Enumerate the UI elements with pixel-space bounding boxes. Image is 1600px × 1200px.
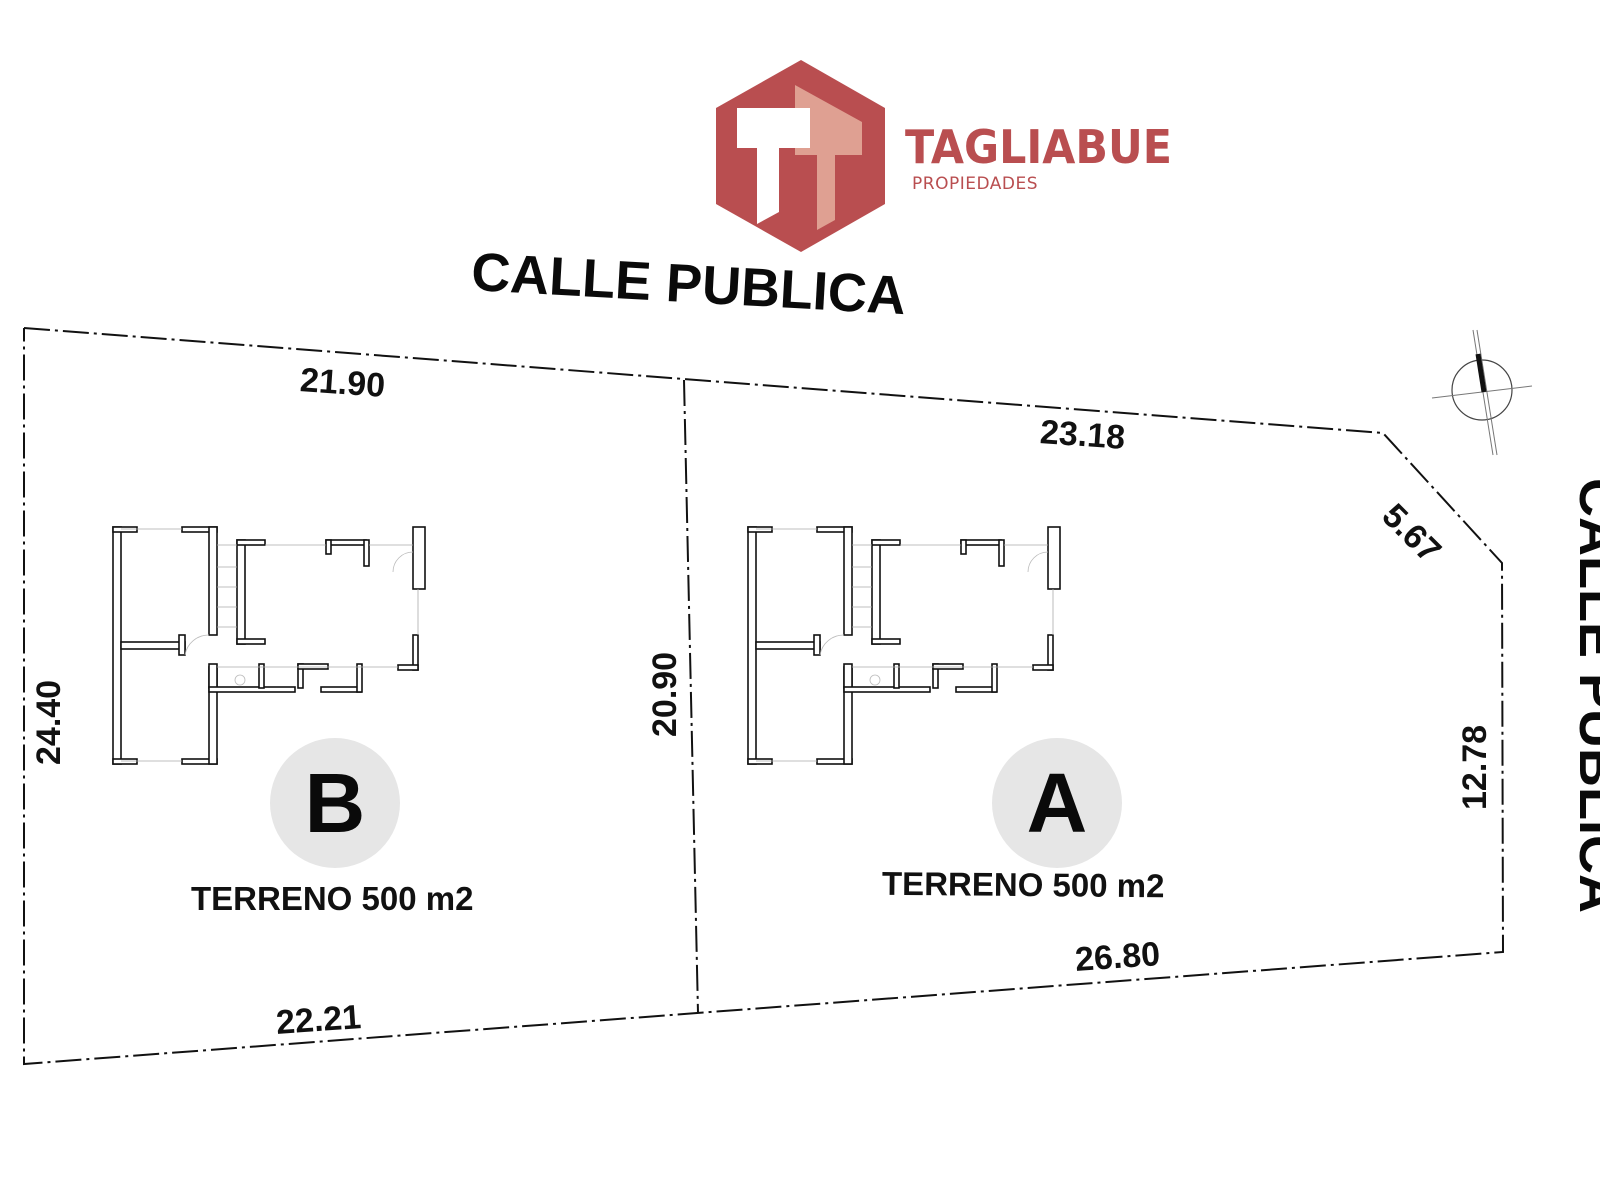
lot-a-area-label: TERRENO 500 m2 <box>881 864 1165 905</box>
street-label-right: CALLE PUBLICA <box>1568 478 1600 913</box>
lot-b-area-label: TERRENO 500 m2 <box>191 880 474 917</box>
house-floor-plan <box>747 526 1061 765</box>
tagliabue-logo-icon <box>716 60 885 252</box>
dimension-lot-b-back: 22.21 <box>274 998 363 1042</box>
lot-a-letter: A <box>1026 756 1088 850</box>
lot-b-letter: B <box>304 756 366 850</box>
dimension-lot-b-left: 24.40 <box>30 679 68 765</box>
lot-boundary <box>23 327 1505 1066</box>
logo-wordmark: TAGLIABUE <box>905 120 1172 174</box>
dimension-lot-a-right: 12.78 <box>1456 724 1494 810</box>
north-arrow-icon <box>1431 329 1533 456</box>
house-floor-plan <box>112 526 426 765</box>
lot-a-marker: A <box>992 738 1122 868</box>
lot-b-marker: B <box>270 738 400 868</box>
dimension-lot-a-back: 26.80 <box>1073 935 1162 979</box>
logo-subtitle: PROPIEDADES <box>912 174 1038 194</box>
dimension-lot-b-front: 21.90 <box>298 361 387 405</box>
dimension-shared-side: 20.90 <box>646 651 684 737</box>
dimension-lot-a-front: 23.18 <box>1038 413 1127 457</box>
